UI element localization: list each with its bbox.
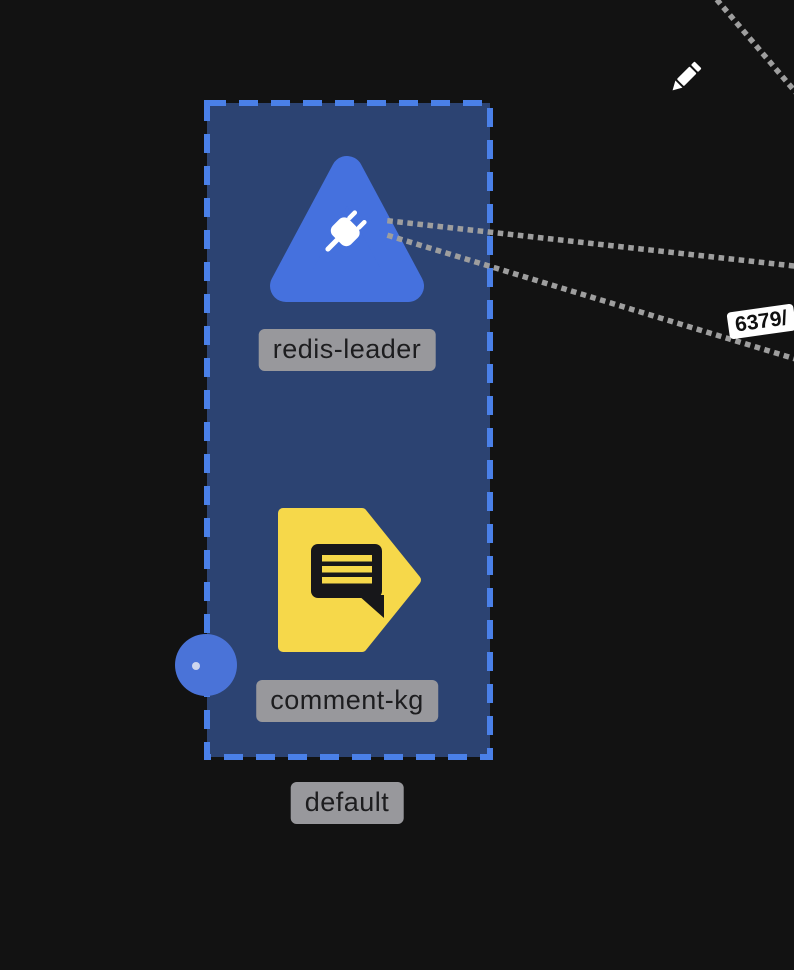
node-label-redis-leader[interactable]: redis-leader (258, 329, 436, 371)
edge-line-top-right[interactable] (712, 0, 794, 102)
edit-pencil-icon[interactable] (669, 61, 702, 94)
plug-icon (325, 210, 367, 252)
node-label-comment-kg[interactable]: comment-kg (256, 680, 438, 722)
comment-icon (311, 544, 384, 618)
namespace-label-default[interactable]: default (290, 782, 404, 824)
edge-line-redis-2[interactable] (386, 232, 794, 364)
edge-line-redis-1[interactable] (386, 217, 794, 269)
connection-handle[interactable] (175, 634, 237, 696)
